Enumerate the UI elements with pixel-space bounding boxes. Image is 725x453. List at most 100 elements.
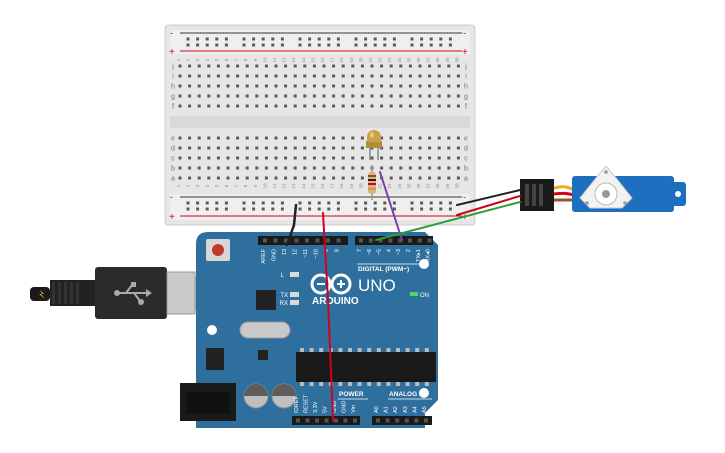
column-number: 5 [214,58,219,61]
breadboard-hole [293,74,297,78]
column-number: 11 [272,57,277,62]
breadboard-hole [380,64,384,68]
breadboard-hole [245,84,249,88]
breadboard-hole [178,104,182,108]
rail-hole [327,201,331,205]
rail-hole [271,201,275,205]
breadboard-hole [322,84,326,88]
breadboard-hole [312,136,316,140]
breadboard-hole [178,136,182,140]
rail-hole [308,37,312,41]
breadboard-hole [437,74,441,78]
led-tx [290,292,299,297]
breadboard-hole [341,84,345,88]
column-number: 20 [358,57,363,63]
breadboard-hole [447,74,451,78]
servo-horn-hole [604,170,608,174]
breadboard-hole [370,94,374,98]
breadboard-hole [255,156,259,160]
column-number: 18 [339,183,344,189]
pin-label: A4 [412,406,418,413]
ic-pin [348,382,352,386]
rail-hole [242,43,246,47]
breadboard-hole [264,146,268,150]
column-number: 9 [253,58,258,61]
breadboard-hole [293,156,297,160]
breadboard-hole [437,146,441,150]
rail-hole [242,207,246,211]
breadboard-hole [360,104,364,108]
breadboard-hole [418,104,422,108]
ic-pin [386,382,391,386]
breadboard-hole [380,104,384,108]
digital-header-right [355,236,433,245]
breadboard-hole [351,146,355,150]
ic-pin [300,348,304,352]
column-number: 9 [253,184,258,187]
breadboard-hole [447,94,451,98]
column-number: 28 [435,57,440,63]
breadboard-hole [197,176,201,180]
rail-hole [420,201,424,205]
header-pin [315,418,319,423]
usb-ridge-2 [58,282,61,304]
breadboard-hole [284,146,288,150]
rail-hole [383,207,387,211]
header-pin [404,418,409,423]
breadboard-hole [332,156,336,160]
breadboard-hole [428,146,432,150]
rail-hole [392,43,396,47]
breadboard-hole [389,136,393,140]
row-letter: g [171,94,175,101]
breadboard-hole [293,176,297,180]
breadboard-hole [332,136,336,140]
led-rx-label: RX [280,301,288,307]
column-number: 14 [301,183,306,189]
breadboard-hole [322,146,326,150]
breadboard-hole [332,176,336,180]
breadboard-hole [188,136,192,140]
pin-label: ~3 [396,249,402,255]
breadboard-hole [341,94,345,98]
breadboard-hole [178,84,182,88]
row-letter: h [171,84,175,91]
breadboard-hole [255,84,259,88]
breadboard-hole [389,156,393,160]
analog-label: ANALOG IN [389,391,426,398]
rail-hole [429,201,433,205]
breadboard-hole [293,136,297,140]
column-number: 24 [397,57,402,63]
breadboard-hole [399,136,403,140]
breadboard-hole [293,146,297,150]
row-letter: e [171,136,175,143]
breadboard-hole [188,104,192,108]
rail-hole [420,37,424,41]
top-rail-plus-label: + [169,47,175,58]
resistor-band-2 [368,179,376,181]
rail-hole [308,207,312,211]
breadboard-hole [255,74,259,78]
breadboard-hole [351,166,355,170]
ic-pin [396,348,400,352]
header-pin [305,238,309,243]
breadboard-hole [437,84,441,88]
on-label: ON [420,293,429,299]
dc-jack-inner [186,392,230,414]
rail-hole [196,207,200,211]
usb-ridge-5 [76,282,79,304]
breadboard-hole [216,64,220,68]
column-number: 30 [454,183,459,189]
rail-hole [336,207,340,211]
ic-pin [338,382,343,386]
usb-interface-chip [256,290,276,310]
rail-hole [224,201,228,205]
breadboard-hole [456,74,460,78]
rail-hole [298,207,302,211]
breadboard-hole [216,166,220,170]
breadboard-hole [351,176,355,180]
header-pin [334,418,338,423]
breadboard-hole [360,166,364,170]
header-pin [296,418,300,423]
rail-hole [252,43,256,47]
column-number: 5 [214,184,219,187]
